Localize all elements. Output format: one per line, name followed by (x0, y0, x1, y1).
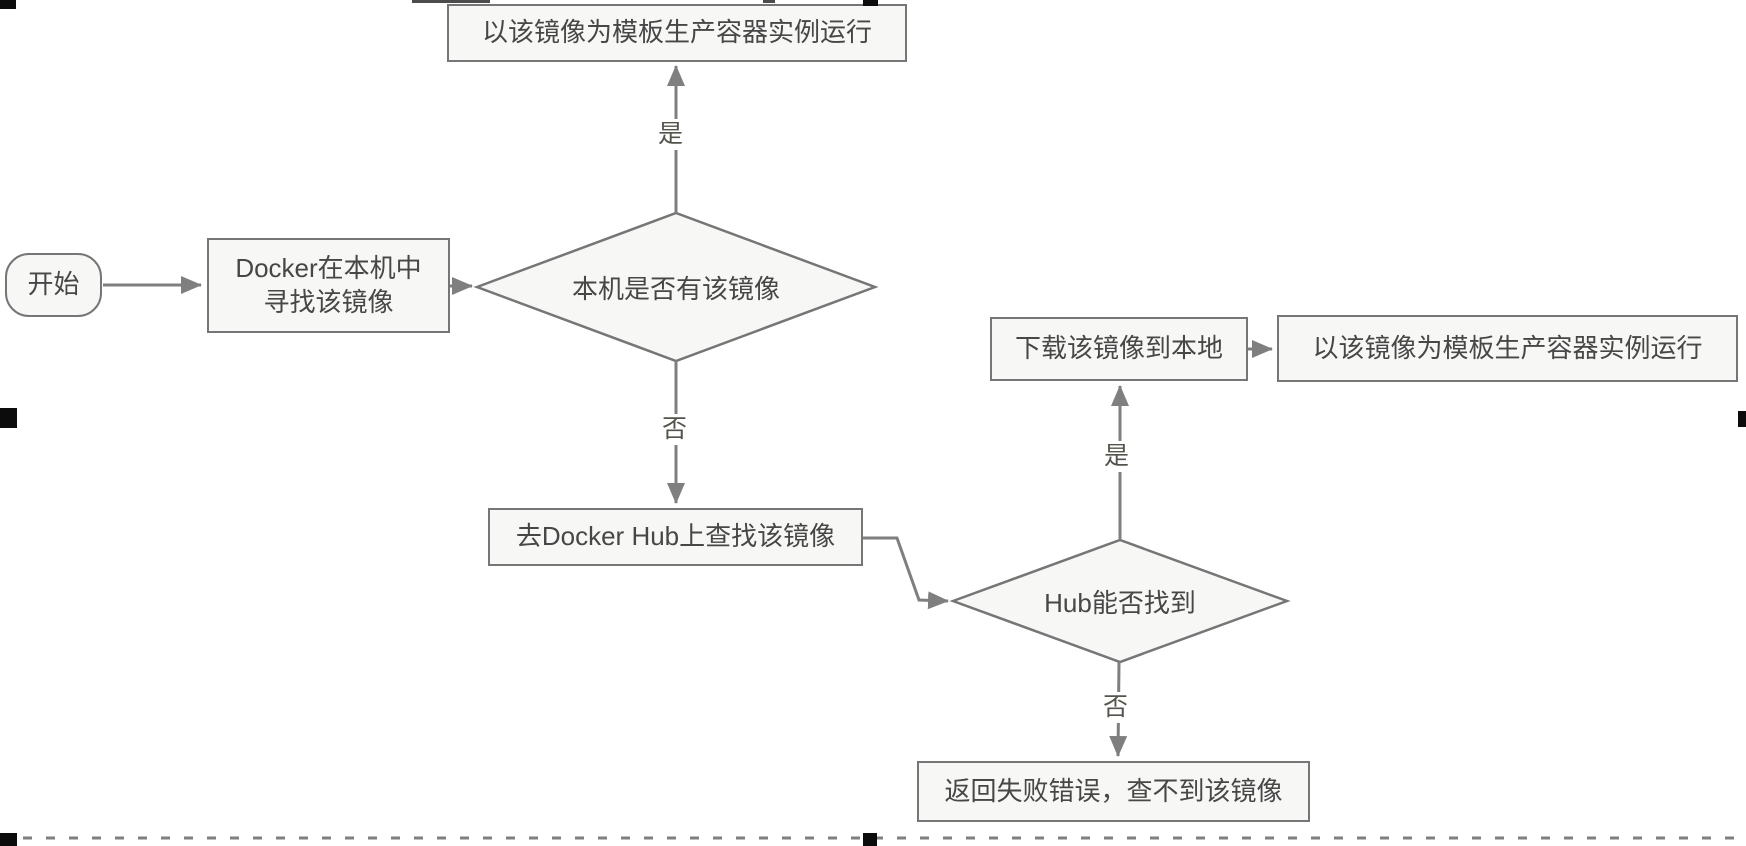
selection-handle-top-middle (863, 0, 878, 6)
node-find-local: Docker在本机中寻找该镜像 (207, 238, 450, 333)
node-run-container-right: 以该镜像为模板生产容器实例运行 (1277, 315, 1738, 382)
node-find-local-label: Docker在本机中寻找该镜像 (235, 252, 422, 317)
edge-label-hub-found-yes: 是 (1102, 441, 1132, 472)
selection-handle-right-middle (1738, 411, 1746, 427)
decision-hub-found-label: Hub能否找到 (1044, 587, 1196, 618)
node-run-container-top-label: 以该镜像为模板生产容器实例运行 (481, 17, 872, 48)
decision-has-local-label: 本机是否有该镜像 (571, 273, 780, 304)
node-run-container-top: 以该镜像为模板生产容器实例运行 (447, 4, 907, 62)
node-search-hub-label: 去Docker Hub上查找该镜像 (515, 521, 836, 552)
edge-label-has-local-yes: 是 (656, 119, 686, 150)
node-download-local: 下载该镜像到本地 (990, 317, 1248, 381)
selection-handle-top-left (0, 0, 16, 9)
selection-dash-top-2 (763, 0, 775, 3)
edge-search-hub-to-decision (863, 536, 949, 610)
selection-handle-bottom-left (0, 833, 17, 846)
decision-has-local-shape (473, 211, 879, 363)
node-run-container-right-label: 以该镜像为模板生产容器实例运行 (1312, 332, 1703, 363)
selection-dash-top-1 (412, 0, 490, 3)
node-start: 开始 (5, 253, 102, 317)
edge-label-hub-found-no: 否 (1101, 692, 1131, 723)
node-search-hub: 去Docker Hub上查找该镜像 (488, 508, 863, 566)
selection-handle-bottom-middle (863, 833, 877, 846)
edge-label-has-local-no: 否 (660, 414, 690, 445)
node-start-label: 开始 (27, 269, 80, 300)
decision-hub-found-shape (949, 538, 1291, 664)
node-return-error-label: 返回失败错误，查不到该镜像 (944, 775, 1283, 806)
node-return-error: 返回失败错误，查不到该镜像 (917, 761, 1310, 822)
node-download-local-label: 下载该镜像到本地 (1014, 333, 1223, 364)
selection-handle-left-middle (0, 408, 17, 428)
